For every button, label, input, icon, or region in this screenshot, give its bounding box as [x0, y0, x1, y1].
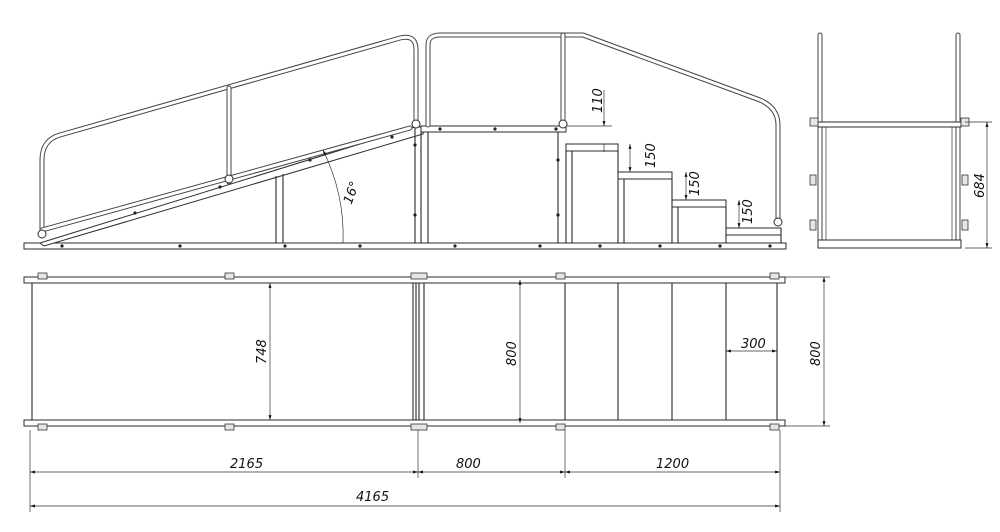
- top-view: 748 800 800 300: [23, 272, 830, 431]
- platform-width-label: 800: [505, 341, 520, 366]
- angle-dimension: 16°: [322, 149, 363, 244]
- step-tread: [565, 143, 619, 152]
- length-dimensions: 2165 800 1200 4165: [29, 430, 781, 512]
- base-beam: [23, 242, 787, 250]
- side-beam-top: [23, 276, 786, 284]
- side-view: 16° 110 150 150 150: [23, 32, 787, 250]
- step-tread: [725, 227, 782, 236]
- total-length-label: 4165: [356, 490, 389, 505]
- step-tread: [617, 171, 673, 180]
- ramp-width-label: 748: [255, 339, 270, 364]
- stair-steps: [565, 143, 782, 243]
- rise-label-110: 110: [591, 88, 606, 113]
- step-tread: [671, 199, 727, 208]
- rise-label-150: 150: [741, 199, 756, 224]
- ramp-length-label: 2165: [230, 457, 263, 472]
- stairs-length-label: 1200: [656, 457, 689, 472]
- rise-dimensions: 110 150 150 150: [566, 88, 756, 228]
- bolts: [60, 127, 772, 248]
- rise-label-150: 150: [688, 171, 703, 196]
- stairs-width-label: 800: [809, 341, 824, 366]
- handrail: [37, 32, 783, 239]
- top-beam: [817, 121, 962, 128]
- end-height-label: 684: [973, 173, 988, 198]
- side-beam-bottom: [23, 419, 786, 427]
- tread-depth-label: 300: [741, 337, 766, 352]
- platform-length-label: 800: [456, 457, 481, 472]
- bottom-beam: [817, 239, 962, 249]
- angle-label: 16°: [341, 180, 363, 207]
- rise-label-150: 150: [644, 143, 659, 168]
- end-view: 684: [809, 32, 992, 249]
